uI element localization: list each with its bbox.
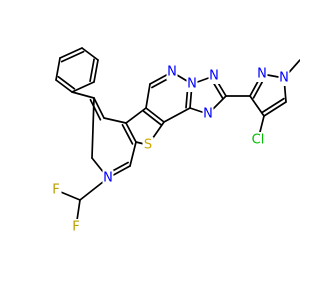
bond-line	[125, 107, 147, 124]
bond-line	[60, 50, 85, 63]
atom-symbol: N	[187, 77, 197, 92]
atom-symbol: N	[209, 69, 219, 84]
atom-cl: Cl	[249, 132, 267, 148]
bond-line	[163, 107, 191, 123]
atom-symbol: F	[52, 183, 59, 198]
atom-symbol: N	[257, 67, 267, 82]
bond-line	[81, 47, 99, 61]
bond-line	[57, 75, 76, 90]
atom-symbol: N	[167, 65, 177, 80]
atom-n: N	[256, 66, 268, 82]
bond-line	[121, 124, 134, 145]
atom-label-background	[278, 70, 290, 86]
bond-line	[93, 59, 99, 83]
atom-label-background	[102, 170, 114, 186]
bond-line	[89, 98, 102, 121]
atom-n: N	[208, 68, 220, 84]
atom-label-background	[166, 64, 178, 80]
bond-line	[71, 91, 95, 99]
atom-label-background	[249, 132, 267, 148]
atom-label-background	[208, 68, 220, 84]
bond-line	[263, 101, 287, 117]
bond-line	[71, 81, 95, 93]
atom-n: N	[166, 64, 178, 80]
atom-symbol: S	[144, 138, 152, 153]
bond-line	[55, 57, 61, 81]
atom-label-background	[186, 76, 198, 92]
atom-label-background	[202, 106, 214, 122]
atom-symbol: Cl	[252, 133, 265, 148]
atom-n: N	[278, 70, 290, 86]
atom-n: N	[202, 106, 214, 122]
bond-line	[89, 58, 95, 83]
atom-n: N	[102, 170, 114, 186]
atom-label-background	[50, 182, 62, 198]
bond-line	[93, 97, 105, 119]
bond-line	[249, 95, 265, 117]
atom-f: F	[50, 182, 62, 198]
atom-f: F	[70, 219, 82, 235]
bond-line	[261, 97, 285, 114]
atom-symbol: N	[279, 71, 289, 86]
atom-symbol: F	[72, 220, 79, 235]
atom-label-background	[70, 219, 82, 235]
bond-line	[55, 79, 73, 93]
atom-s: S	[142, 137, 154, 153]
bond-line	[129, 141, 137, 167]
bond-line	[145, 107, 165, 123]
atom-n: N	[186, 76, 198, 92]
bond-line	[125, 122, 137, 143]
atom-symbol: N	[103, 171, 113, 186]
bond-line	[142, 110, 163, 127]
bond-line	[103, 117, 127, 124]
atom-label-background	[256, 66, 268, 82]
atom-label-background	[142, 137, 154, 153]
atom-symbol: N	[203, 107, 213, 122]
bond-line	[145, 83, 151, 109]
bond-line	[91, 97, 95, 159]
bond-line	[59, 47, 83, 59]
